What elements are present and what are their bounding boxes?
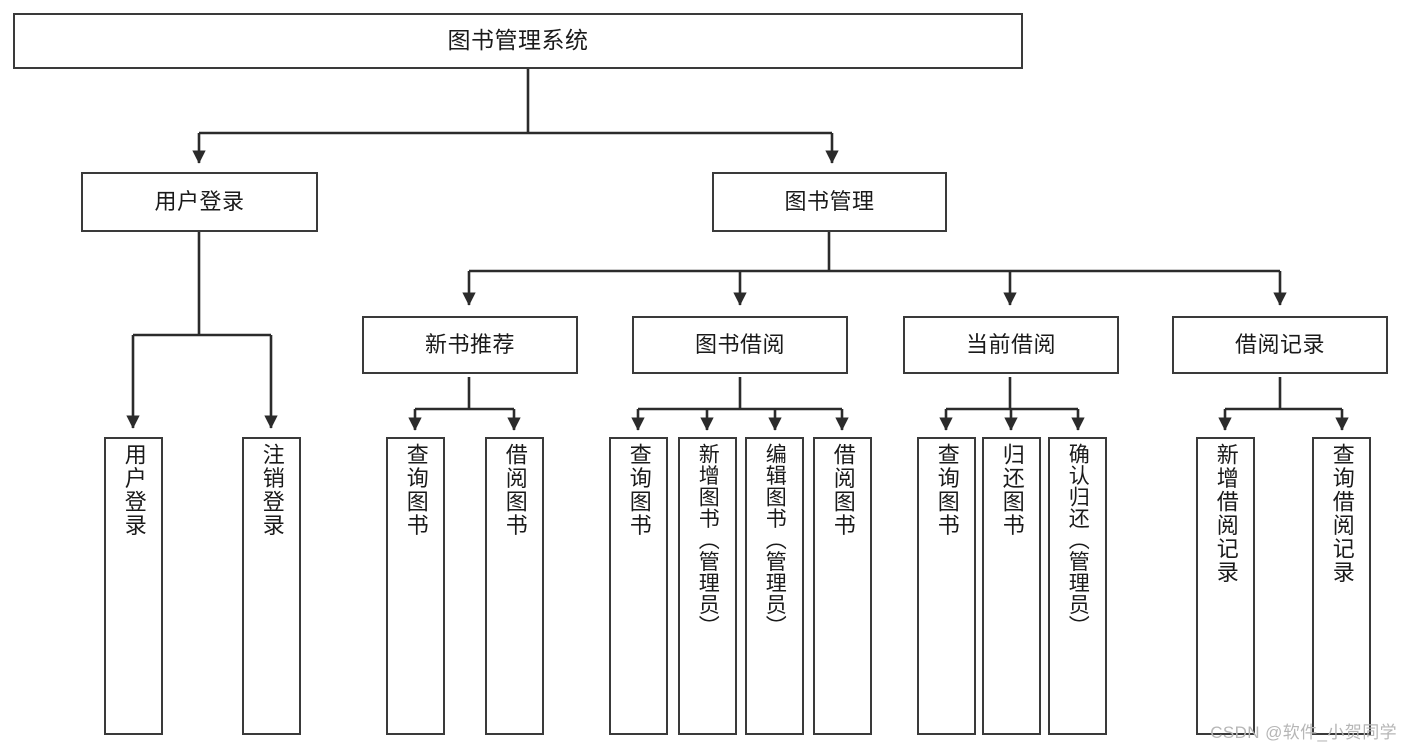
leaf-record-query-record[interactable]: 查询借阅记录 bbox=[1312, 437, 1371, 735]
leaf-current-confirm-return-admin[interactable]: 确认归还（管理员） bbox=[1048, 437, 1107, 735]
node-current-borrow[interactable]: 当前借阅 bbox=[903, 316, 1119, 374]
watermark: CSDN @软件_小贺同学 bbox=[1210, 723, 1397, 742]
node-label: 编辑图书（管理员） bbox=[763, 443, 787, 637]
node-book-management[interactable]: 图书管理 bbox=[712, 172, 947, 232]
node-label: 新书推荐 bbox=[424, 332, 515, 358]
node-label: 图书借阅 bbox=[694, 332, 785, 358]
leaf-borrow-add-book-admin[interactable]: 新增图书（管理员） bbox=[678, 437, 737, 735]
node-label: 图书管理 bbox=[784, 189, 875, 215]
leaf-borrow-query-book[interactable]: 查询图书 bbox=[609, 437, 668, 735]
node-label: 当前借阅 bbox=[965, 332, 1056, 358]
node-label: 新增借阅记录 bbox=[1213, 443, 1239, 584]
node-label: 借阅图书 bbox=[830, 443, 856, 537]
leaf-borrow-edit-book-admin[interactable]: 编辑图书（管理员） bbox=[745, 437, 804, 735]
node-label: 归还图书 bbox=[999, 443, 1025, 537]
leaf-user-login[interactable]: 用户登录 bbox=[104, 437, 163, 735]
node-label: 用户登录 bbox=[121, 443, 147, 537]
leaf-borrow-borrow-book[interactable]: 借阅图书 bbox=[813, 437, 872, 735]
leaf-newbook-query-book[interactable]: 查询图书 bbox=[386, 437, 445, 735]
node-label: 借阅图书 bbox=[502, 443, 528, 537]
node-label: 新增图书（管理员） bbox=[696, 443, 720, 637]
node-label: 借阅记录 bbox=[1234, 332, 1325, 358]
node-book-borrow[interactable]: 图书借阅 bbox=[632, 316, 848, 374]
node-label: 查询图书 bbox=[626, 443, 652, 537]
node-new-book-recommend[interactable]: 新书推荐 bbox=[362, 316, 578, 374]
node-label: 确认归还（管理员） bbox=[1066, 443, 1090, 637]
leaf-logout-login[interactable]: 注销登录 bbox=[242, 437, 301, 735]
node-label: 查询图书 bbox=[934, 443, 960, 537]
leaf-current-query-book[interactable]: 查询图书 bbox=[917, 437, 976, 735]
leaf-current-return-book[interactable]: 归还图书 bbox=[982, 437, 1041, 735]
leaf-record-add-record[interactable]: 新增借阅记录 bbox=[1196, 437, 1255, 735]
leaf-newbook-borrow-book[interactable]: 借阅图书 bbox=[485, 437, 544, 735]
node-root-system[interactable]: 图书管理系统 bbox=[13, 13, 1023, 69]
node-borrow-record[interactable]: 借阅记录 bbox=[1172, 316, 1388, 374]
node-label: 用户登录 bbox=[154, 189, 245, 215]
node-label: 查询图书 bbox=[403, 443, 429, 537]
node-user-login[interactable]: 用户登录 bbox=[81, 172, 318, 232]
node-label: 注销登录 bbox=[259, 443, 285, 537]
node-label: 查询借阅记录 bbox=[1329, 443, 1355, 584]
node-label: 图书管理系统 bbox=[447, 27, 589, 54]
